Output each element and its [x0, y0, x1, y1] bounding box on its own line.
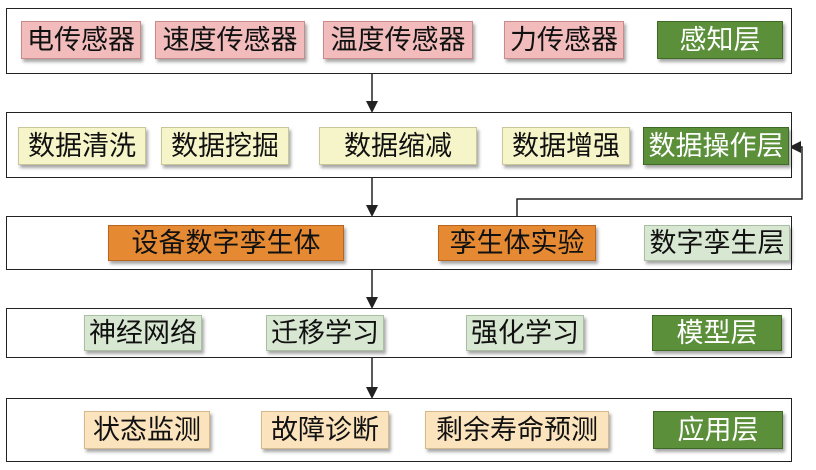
transfer-learning-box: 迁移学习: [266, 315, 384, 351]
arrow-twin-experiment-feedback: [516, 141, 803, 224]
perception-layer: 电传感器 速度传感器 温度传感器 力传感器 感知层: [6, 8, 792, 74]
data-mining-box: 数据挖掘: [161, 127, 289, 165]
reinforcement-learning-box: 强化学习: [466, 315, 584, 351]
data-reduction-box: 数据缩减: [319, 127, 477, 165]
remaining-life-prediction-box: 剩余寿命预测: [425, 411, 609, 449]
temperature-sensor-box: 温度传感器: [323, 21, 473, 59]
model-layer-label: 模型层: [652, 315, 782, 351]
electric-sensor-box: 电传感器: [21, 21, 141, 59]
speed-sensor-box: 速度传感器: [155, 21, 305, 59]
condition-monitoring-box: 状态监测: [84, 411, 210, 449]
digital-twin-layer-label: 数字孪生层: [644, 225, 790, 261]
equipment-digital-twin-box: 设备数字孪生体: [108, 225, 344, 261]
fault-diagnosis-box: 故障诊断: [261, 411, 389, 449]
force-sensor-box: 力传感器: [504, 21, 624, 59]
application-layer-label: 应用层: [653, 411, 783, 449]
perception-layer-label: 感知层: [657, 21, 783, 59]
digital-twin-layer: 设备数字孪生体 孪生体实验 数字孪生层: [6, 216, 792, 270]
data-operation-layer-label: 数据操作层: [643, 127, 789, 165]
data-cleaning-box: 数据清洗: [18, 127, 146, 165]
data-augmentation-box: 数据增强: [502, 127, 630, 165]
data-operation-layer: 数据清洗 数据挖掘 数据缩减 数据增强 数据操作层: [6, 112, 792, 178]
application-layer: 状态监测 故障诊断 剩余寿命预测 应用层: [6, 398, 792, 462]
neural-network-box: 神经网络: [84, 315, 202, 351]
model-layer: 神经网络 迁移学习 强化学习 模型层: [6, 308, 792, 358]
twin-experiment-box: 孪生体实验: [438, 225, 596, 261]
